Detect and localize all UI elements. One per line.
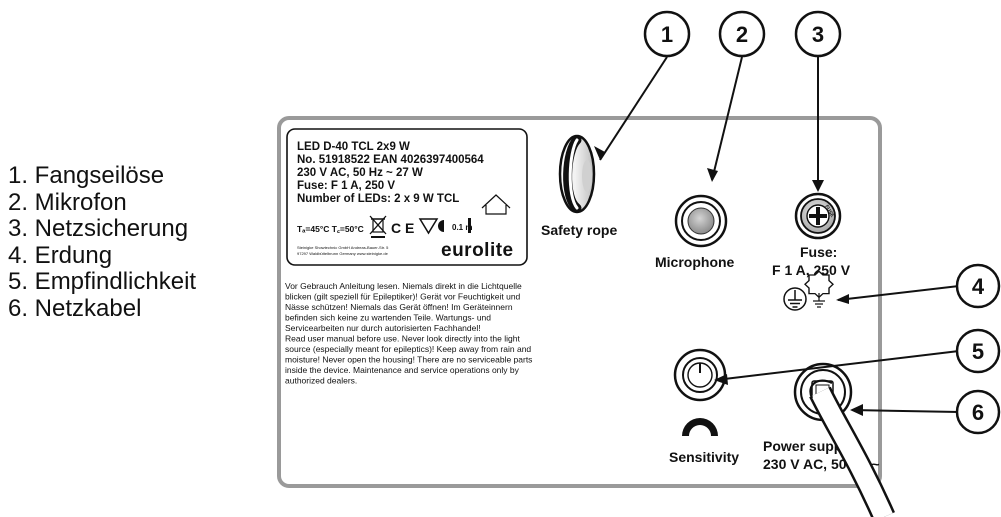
sensitivity-scale-icon bbox=[682, 418, 718, 436]
callout-2: 2 bbox=[718, 10, 766, 58]
ce-mark: C E bbox=[391, 220, 414, 236]
distance-icon bbox=[438, 220, 444, 232]
leader-line-4 bbox=[837, 285, 960, 301]
warning-line-4: befinden sich keine zu wartenden Teile. … bbox=[285, 313, 491, 323]
callout-1-number: 1 bbox=[661, 22, 673, 47]
callout-3: 3 bbox=[794, 10, 842, 58]
microphone-text: Microphone bbox=[655, 254, 735, 270]
label-line-2: No. 51918522 EAN 4026397400564 bbox=[297, 154, 484, 166]
brand-logo: eurolite bbox=[441, 240, 514, 261]
leader-arrow-6 bbox=[850, 404, 863, 416]
warning-line-8: moisture! Never open the housing! There … bbox=[285, 355, 532, 365]
type-label-box bbox=[286, 128, 528, 266]
leader-line-6 bbox=[851, 409, 960, 413]
weee-bin-icon bbox=[369, 215, 387, 238]
legend-item-5: 5. Empfindlichkeit bbox=[8, 268, 197, 295]
leader-arrow-4 bbox=[836, 294, 849, 304]
fuse-text-2: F 1 A, 250 V bbox=[772, 262, 851, 278]
legend: 1. Fangseilöse 2. Mikrofon 3. Netzsicher… bbox=[8, 162, 197, 322]
label-line-3: 230 V AC, 50 Hz ~ 27 W bbox=[297, 167, 423, 179]
leader-line-5 bbox=[715, 350, 960, 381]
callout-6: 6 bbox=[955, 389, 1001, 435]
leader-arrow-2 bbox=[707, 168, 718, 182]
leader-line-1 bbox=[599, 56, 668, 161]
label-line-4: Fuse: F 1 A, 250 V bbox=[297, 180, 395, 192]
callout-2-number: 2 bbox=[736, 22, 748, 47]
warning-line-5: Servicearbeiten nur durch autorisierten … bbox=[285, 323, 481, 333]
safety-rope-eyelet bbox=[558, 134, 596, 214]
legend-item-3: 3. Netzsicherung bbox=[8, 215, 189, 242]
label-address-1: Steinigke Showtechnic GmbH Andreas-Bauer… bbox=[297, 245, 389, 250]
label-line-1: LED D-40 TCL 2x9 W bbox=[297, 141, 410, 153]
legend-item-1: 1. Fangseilöse bbox=[8, 162, 165, 189]
leader-line-2 bbox=[711, 56, 743, 181]
surface-mount-icon bbox=[468, 218, 471, 233]
warning-line-1: Vor Gebrauch Anleitung lesen. Niemals di… bbox=[285, 281, 522, 291]
warning-line-6: Read user manual before use. Never look … bbox=[285, 334, 520, 344]
warning-line-2: blicken (gilt speziell für Epileptiker)!… bbox=[285, 292, 521, 302]
warning-line-7: source (especially meant for epileptics)… bbox=[285, 344, 531, 354]
legend-item-4: 4. Erdung bbox=[8, 241, 113, 269]
indoor-use-icon bbox=[481, 194, 511, 215]
legend-item-2: 2. Mikrofon bbox=[8, 188, 127, 216]
warning-line-9: inside the device. Maintenance and servi… bbox=[285, 365, 520, 375]
callout-5: 5 bbox=[955, 328, 1001, 374]
callout-1: 1 bbox=[643, 10, 691, 58]
label-address-2: 97297 Waldbüttelbrunn Germany www.steini… bbox=[297, 251, 389, 256]
leader-arrow-3 bbox=[812, 180, 824, 192]
safety-rope-text: Safety rope bbox=[541, 222, 617, 238]
leader-arrow-5 bbox=[714, 374, 728, 385]
label-line-5: Number of LEDs: 2 x 9 W TCL bbox=[297, 193, 459, 205]
power-cable bbox=[809, 379, 895, 517]
ground-icon bbox=[783, 287, 807, 311]
warning-line-3: Nässe schützen! Niemals das Gerät öffnen… bbox=[285, 302, 513, 312]
callout-4: 4 bbox=[955, 263, 1001, 309]
leader-arrow-1 bbox=[594, 146, 605, 160]
fuse-holder: FUSE bbox=[794, 192, 842, 240]
fuse-text-1: Fuse: bbox=[800, 244, 837, 260]
warning-line-10: authorized dealers. bbox=[285, 376, 357, 386]
callout-3-number: 3 bbox=[812, 22, 824, 47]
callout-6-number: 6 bbox=[972, 400, 984, 425]
label-temps: Tₐ=45°C T꜀=50°C bbox=[297, 224, 364, 234]
flammable-surface-icon bbox=[418, 218, 439, 235]
sensitivity-text: Sensitivity bbox=[669, 449, 739, 465]
callout-5-number: 5 bbox=[972, 339, 984, 364]
callout-4-number: 4 bbox=[972, 274, 985, 299]
legend-item-6: 6. Netzkabel bbox=[8, 294, 142, 322]
chassis-ground-icon bbox=[804, 270, 834, 308]
microphone-port bbox=[674, 194, 728, 248]
sensitivity-knob bbox=[673, 348, 727, 402]
min-distance-text: 0.1 m bbox=[452, 223, 472, 232]
